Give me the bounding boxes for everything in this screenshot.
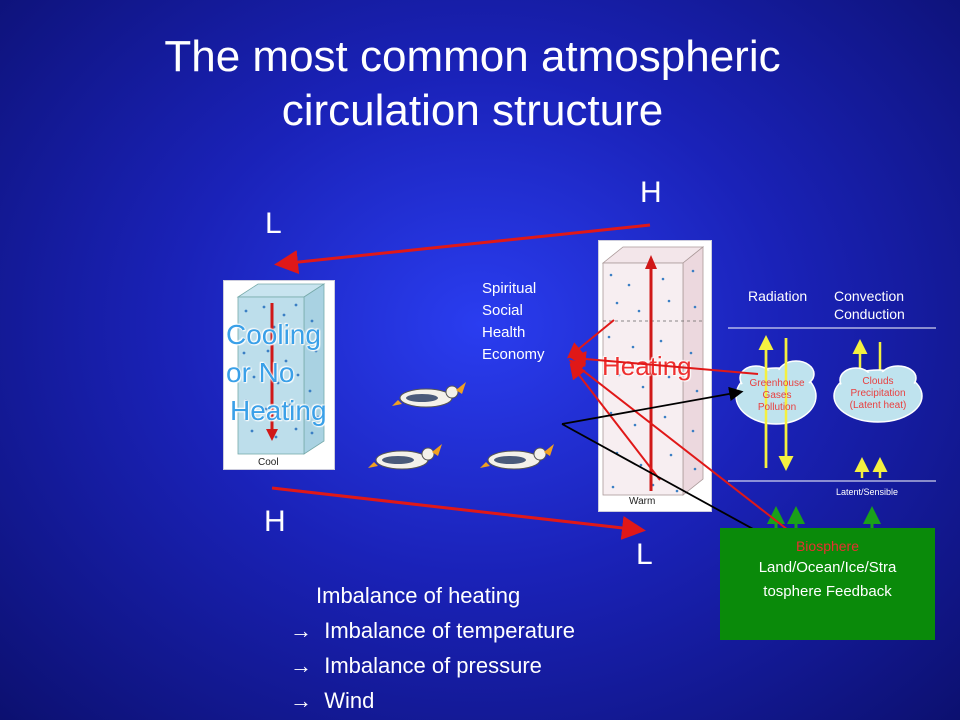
greenhouse-cloud-label: Greenhouse Gases Pollution <box>740 378 814 414</box>
title-line-1: The most common atmospheric <box>164 32 781 81</box>
imbalance-pressure-row: → Imbalance of pressure <box>290 648 575 683</box>
arrow-icon: → <box>290 688 312 713</box>
cooling-label: Cooling or No Heating <box>226 316 346 430</box>
clouds-cloud-label: Clouds Precipitation (Latent heat) <box>836 376 920 412</box>
clouds-line: Clouds <box>862 376 894 387</box>
imbalance-chain: Imbalance of heating → Imbalance of temp… <box>290 578 575 718</box>
wind-row: → Wind <box>290 683 575 718</box>
latent-heat-line: (Latent heat) <box>849 400 907 411</box>
impacts-list: Spiritual Social Health Economy <box>482 278 545 366</box>
to-greenhouse-arrow <box>561 386 744 425</box>
arrow-icon: → <box>290 618 312 643</box>
greenhouse-to-economy-arrow <box>570 351 759 375</box>
imbalance-temperature-row: → Imbalance of temperature <box>290 613 575 648</box>
cooling-label-line-2: or No <box>226 357 295 388</box>
cooling-label-line-1: Cooling <box>226 319 321 350</box>
precipitation-line: Precipitation <box>850 388 906 399</box>
flying-duck-icon <box>368 444 442 470</box>
latent-sensible-label: Latent/Sensible <box>836 487 899 497</box>
biosphere-line-2: tosphere Feedback <box>763 583 892 600</box>
biosphere-title: Biosphere <box>795 538 860 554</box>
cool-block-illustration <box>236 283 326 455</box>
convection-label: Convection <box>834 288 905 304</box>
flying-duck-icon <box>392 382 466 408</box>
warm-caption: Warm <box>629 496 656 507</box>
heating-to-economy-arrow <box>566 319 615 359</box>
impact-health: Health <box>482 324 526 341</box>
warm-block-illustration <box>601 246 705 496</box>
clouds-precip-cloud-icon <box>833 365 923 423</box>
flying-duck-icon <box>480 444 554 470</box>
slide-title: The most common atmospheric circulation … <box>0 30 945 138</box>
biosphere-line-1: Land/Ocean/Ice/Stra <box>758 559 897 576</box>
title-line-2: circulation structure <box>281 86 664 135</box>
impact-social: Social <box>482 302 523 319</box>
imbalance-pressure: Imbalance of pressure <box>324 653 542 678</box>
imbalance-heating: Imbalance of heating <box>316 583 521 608</box>
cool-air-block: Cool <box>223 280 335 470</box>
impact-economy: Economy <box>482 346 545 363</box>
cool-caption: Cool <box>258 457 279 468</box>
imbalance-temperature: Imbalance of temperature <box>324 618 575 643</box>
pressure-low-bottom-right: L <box>636 538 653 571</box>
warm-air-block: Warm <box>598 240 712 512</box>
pressure-high-top-right: H <box>640 176 662 209</box>
wind: Wind <box>324 688 375 713</box>
biosphere-box: Biosphere Land/Ocean/Ice/Stra tosphere F… <box>720 528 935 640</box>
pressure-low-top-left: L <box>265 207 282 240</box>
biosphere-text: Land/Ocean/Ice/Stra tosphere Feedback <box>720 556 935 604</box>
upper-flow-arrow <box>274 223 651 275</box>
radiation-label: Radiation <box>748 288 808 304</box>
greenhouse-line: Greenhouse <box>749 378 805 389</box>
pollution-line: Pollution <box>757 402 797 413</box>
impact-spiritual: Spiritual <box>482 280 537 297</box>
biosphere-to-economy-arrow <box>568 359 789 531</box>
surface-flow-arrow <box>271 486 646 540</box>
arrow-icon: → <box>290 653 312 678</box>
gases-line: Gases <box>762 390 792 401</box>
pressure-high-bottom-left: H <box>264 505 286 538</box>
warm-to-economy-arrow <box>569 362 661 481</box>
to-biosphere-arrow <box>561 423 788 548</box>
cooling-label-line-3: Heating <box>230 395 327 426</box>
conduction-label: Conduction <box>834 306 905 322</box>
